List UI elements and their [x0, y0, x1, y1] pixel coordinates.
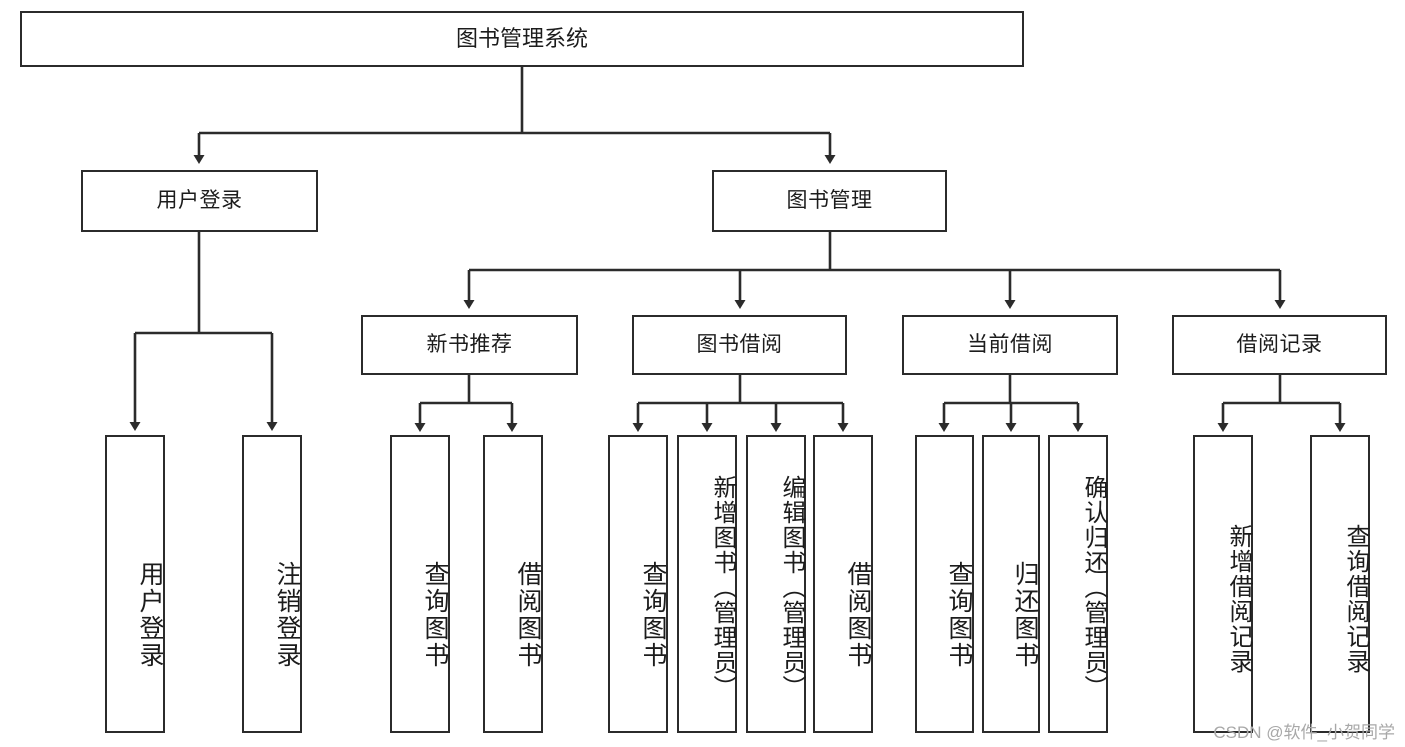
node-leaf-user-login-label: 用户登录	[136, 561, 164, 669]
node-book-borrow-label: 图书借阅	[696, 332, 783, 356]
node-leaf-add-book-label: 新增图书（管理员）	[709, 474, 736, 700]
node-leaf-query-book-1-label: 查询图书	[421, 561, 449, 669]
node-current-borrow[interactable]: 当前借阅	[902, 315, 1118, 375]
node-new-book-recommend[interactable]: 新书推荐	[361, 315, 578, 375]
node-leaf-logout[interactable]: 注销登录	[242, 435, 302, 733]
node-leaf-user-login[interactable]: 用户登录	[105, 435, 165, 733]
node-leaf-edit-book[interactable]: 编辑图书（管理员）	[746, 435, 806, 733]
node-root-label: 图书管理系统	[455, 26, 588, 52]
node-leaf-confirm-return-label: 确认归还（管理员）	[1080, 474, 1107, 700]
node-leaf-add-record-label: 新增借阅记录	[1225, 524, 1252, 674]
node-leaf-confirm-return[interactable]: 确认归还（管理员）	[1048, 435, 1108, 733]
node-leaf-borrow-book-1[interactable]: 借阅图书	[483, 435, 543, 733]
node-leaf-add-book[interactable]: 新增图书（管理员）	[677, 435, 737, 733]
node-leaf-query-book-3-label: 查询图书	[945, 561, 973, 669]
node-leaf-return-book-label: 归还图书	[1011, 561, 1039, 669]
node-leaf-query-book-2-label: 查询图书	[639, 561, 667, 669]
node-leaf-edit-book-label: 编辑图书（管理员）	[778, 474, 805, 700]
node-leaf-query-book-3[interactable]: 查询图书	[915, 435, 974, 733]
node-leaf-borrow-book-2[interactable]: 借阅图书	[813, 435, 873, 733]
node-user-login-label: 用户登录	[156, 188, 243, 212]
node-new-book-recommend-label: 新书推荐	[426, 332, 513, 356]
node-borrow-record[interactable]: 借阅记录	[1172, 315, 1387, 375]
node-root[interactable]: 图书管理系统	[20, 11, 1024, 67]
node-leaf-query-record-label: 查询借阅记录	[1342, 524, 1369, 674]
watermark: CSDN @软件_小贺同学	[1213, 723, 1395, 742]
node-leaf-borrow-book-1-label: 借阅图书	[514, 561, 542, 669]
node-leaf-add-record[interactable]: 新增借阅记录	[1193, 435, 1253, 733]
node-user-login[interactable]: 用户登录	[81, 170, 318, 232]
node-leaf-return-book[interactable]: 归还图书	[982, 435, 1040, 733]
node-leaf-logout-label: 注销登录	[273, 561, 301, 669]
node-borrow-record-label: 借阅记录	[1236, 332, 1323, 356]
node-book-manage-label: 图书管理	[786, 188, 873, 212]
node-leaf-query-book-2[interactable]: 查询图书	[608, 435, 668, 733]
node-leaf-borrow-book-2-label: 借阅图书	[844, 561, 872, 669]
node-current-borrow-label: 当前借阅	[967, 332, 1053, 356]
node-book-borrow[interactable]: 图书借阅	[632, 315, 847, 375]
node-leaf-query-book-1[interactable]: 查询图书	[390, 435, 450, 733]
node-book-manage[interactable]: 图书管理	[712, 170, 947, 232]
node-leaf-query-record[interactable]: 查询借阅记录	[1310, 435, 1370, 733]
